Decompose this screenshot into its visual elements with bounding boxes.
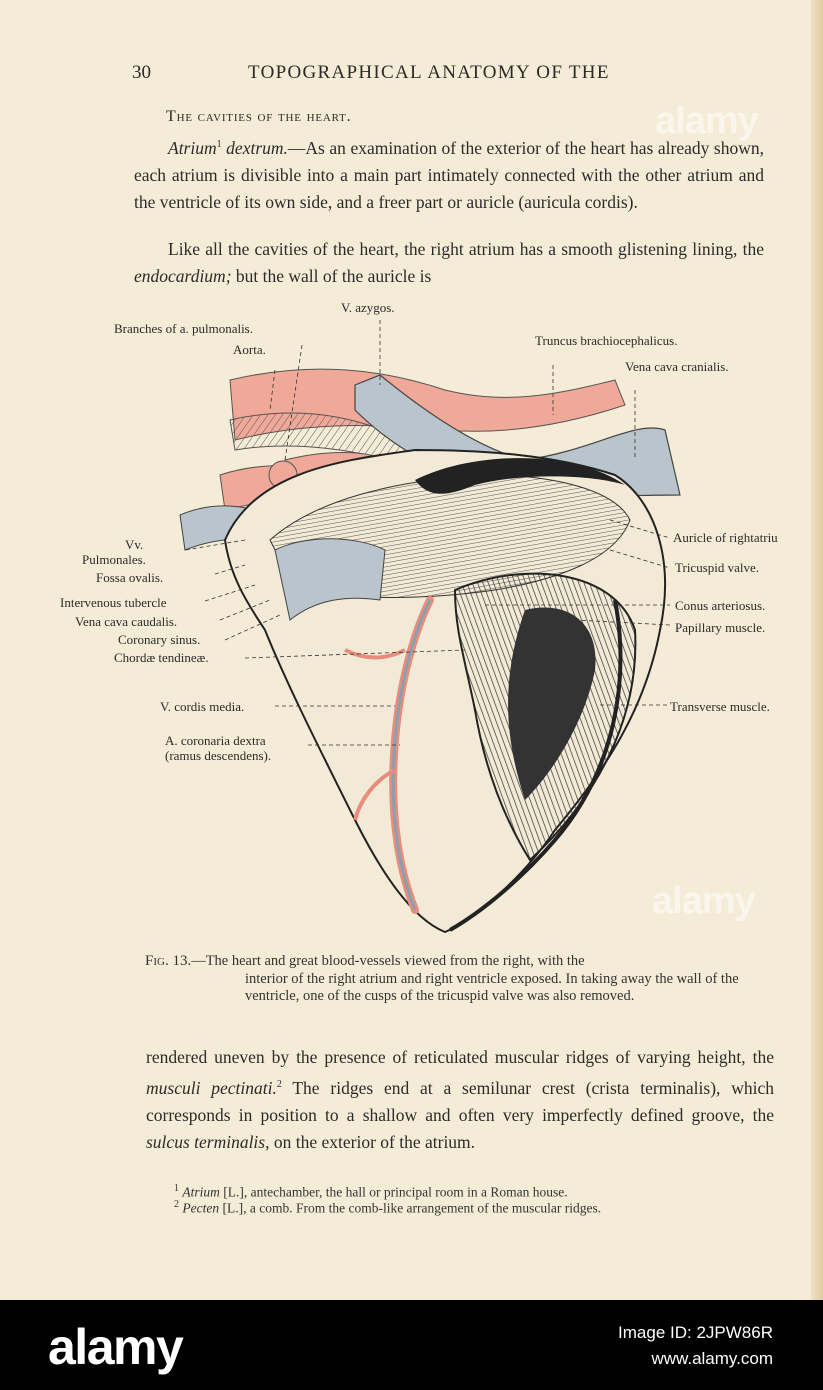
term-dextrum: dextrum.: [226, 137, 288, 158]
vena-cava-caudalis-drawing: [274, 538, 386, 621]
image-id: Image ID: 2JPW86R: [618, 1323, 773, 1342]
footnote-ref-1: 1: [216, 139, 222, 150]
label-intervenous-tubercle: Intervenous tubercle: [60, 595, 167, 610]
term-atrium: Atrium: [168, 137, 217, 158]
label-ramus-descendens: (ramus descendens).: [165, 748, 272, 763]
label-pulmonales: Pulmonales.: [82, 552, 146, 567]
paragraph-3-text-c: on the exterior of the atrium.: [273, 1132, 476, 1153]
footnote-ref-2: 2: [276, 1079, 282, 1091]
paragraph-3-text-a: rendered uneven by the presence of retic…: [146, 1047, 774, 1067]
ventricle-cavity: [508, 607, 596, 800]
label-branches-pulmonalis: Branches of a. pulmonalis.: [114, 321, 253, 336]
label-transverse-muscle: Transverse muscle.: [670, 699, 770, 714]
section-title: The cavities of the heart.: [166, 108, 352, 125]
paragraph-3-text-b: The ridges end at a semilunar crest (cri…: [146, 1078, 774, 1126]
footnote-1-term: Atrium: [182, 1184, 220, 1200]
stock-footer: alamy Image ID: 2JPW86R www.alamy.com: [0, 1300, 823, 1390]
page-header: 30 TOPOGRAPHICAL ANATOMY OF THE: [0, 60, 823, 90]
label-chordae-tendineae: Chordæ tendineæ.: [114, 650, 209, 665]
label-vena-cava-cranialis: Vena cava cranialis.: [625, 359, 729, 374]
page-edge: [811, 0, 823, 1300]
site-url[interactable]: www.alamy.com: [651, 1349, 773, 1368]
label-aorta: Aorta.: [233, 342, 266, 357]
footnote-1-mark: 1: [174, 1183, 179, 1194]
footer-info: Image ID: 2JPW86R www.alamy.com: [618, 1320, 773, 1372]
label-truncus: Truncus brachiocephalicus.: [535, 333, 678, 348]
watermark: alamy: [652, 880, 756, 922]
footnote-2-text: [L.], a comb. From the comb-like arrange…: [222, 1200, 602, 1216]
crista: [415, 458, 625, 494]
footnote-1-text: [L.], antechamber, the hall or principal…: [223, 1184, 568, 1200]
term-endocardium: endocardium;: [134, 266, 232, 287]
book-page: 30 TOPOGRAPHICAL ANATOMY OF THE The cavi…: [0, 0, 823, 1300]
label-coronary-sinus: Coronary sinus.: [118, 632, 201, 647]
paragraph-2: Like all the cavities of the heart, the …: [134, 236, 764, 290]
figure-caption: Fig. 13.—The heart and great blood-vesse…: [145, 953, 775, 1006]
label-v-cordis-media: V. cordis media.: [160, 699, 245, 714]
label-papillary-muscle: Papillary muscle.: [675, 620, 766, 635]
footnote-2-term: Pecten: [182, 1200, 220, 1216]
caption-first-line: —The heart and great blood-vessels viewe…: [191, 953, 585, 969]
paragraph-2-text-b: but the wall of the auricle is: [235, 266, 432, 287]
paragraph-1-text: —As an examination of the exterior of th…: [134, 137, 764, 213]
caption-fig-number: Fig. 13.: [145, 953, 192, 969]
alamy-logo: alamy: [48, 1319, 184, 1375]
label-vv: Vv.: [125, 537, 144, 552]
paragraph-2-text-a: Like all the cavities of the heart, the …: [168, 239, 764, 259]
label-a-coronaria-dextra: A. coronaria dextra: [165, 733, 266, 748]
caption-rest: interior of the right atrium and right v…: [245, 970, 739, 1005]
label-auricle: Auricle of rightatriu: [673, 530, 778, 545]
term-musculi-pectinati: musculi pectinati.: [146, 1078, 277, 1099]
label-tricuspid-valve: Tricuspid valve.: [675, 560, 760, 575]
label-conus-arteriosus: Conus arteriosus.: [675, 598, 766, 613]
paragraph-3: rendered uneven by the presence of retic…: [146, 1044, 774, 1157]
running-title: TOPOGRAPHICAL ANATOMY OF THE: [248, 62, 610, 83]
heart-drawing: [179, 320, 681, 934]
label-fossa-ovalis: Fossa ovalis.: [96, 570, 164, 585]
label-vena-cava-caudalis: Vena cava caudalis.: [75, 614, 178, 629]
label-v-azygos: V. azygos.: [341, 300, 395, 315]
heart-illustration: V. azygos. Branches of a. pulmonalis. Ao…: [55, 300, 805, 950]
page-number: 30: [132, 62, 151, 83]
paragraph-1: Atrium1 dextrum.—As an examination of th…: [134, 131, 764, 216]
footnote-1: 1 Atrium [L.], antechamber, the hall or …: [174, 1183, 568, 1201]
footnote-2-mark: 2: [174, 1199, 179, 1210]
term-sulcus-terminalis: sulcus terminalis,: [146, 1132, 270, 1153]
watermark: alamy: [655, 100, 759, 142]
footnote-2: 2 Pecten [L.], a comb. From the comb-lik…: [174, 1199, 601, 1217]
